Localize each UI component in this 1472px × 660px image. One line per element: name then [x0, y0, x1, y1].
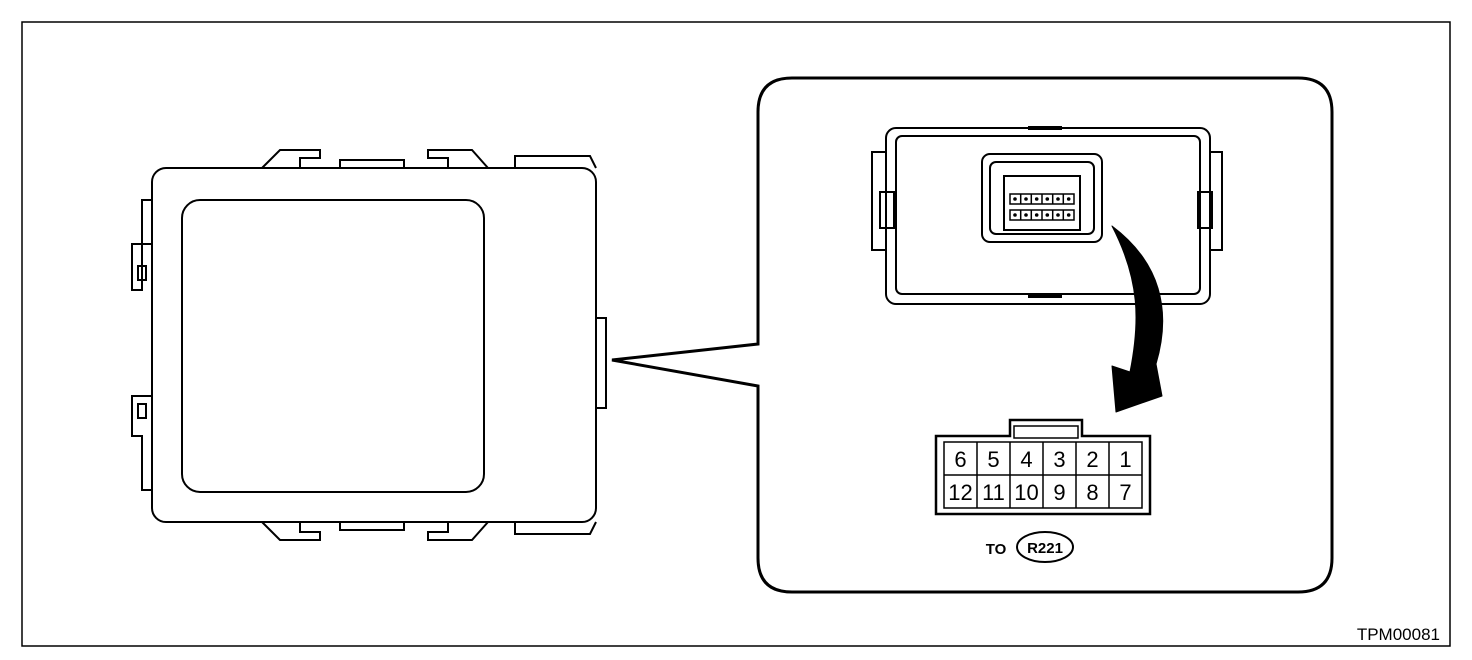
figure-id: TPM00081 — [1357, 625, 1440, 644]
module-housing — [151, 167, 597, 523]
pinout-grid — [943, 441, 1143, 509]
connector-socket-outer — [981, 153, 1103, 243]
connector-socket-inner — [989, 161, 1095, 235]
connector-enlarged-view — [871, 126, 1223, 305]
module-left-notch-bottom — [137, 403, 147, 419]
destination-code-ellipse — [1016, 531, 1074, 563]
pin-label: 4 — [1020, 447, 1032, 472]
module-left-notch-top — [137, 265, 147, 281]
pin-label: 2 — [1086, 447, 1098, 472]
pin-label: 7 — [1119, 480, 1131, 505]
pin-label: 11 — [982, 480, 1005, 505]
destination-code: R221 — [1027, 540, 1063, 557]
destination-label: TO R221 — [986, 531, 1074, 563]
module-bottom-clip-right — [427, 521, 489, 541]
module-bottom-clip-left — [261, 521, 321, 541]
module-bottom-rail — [514, 521, 597, 535]
module-left-clip-top — [131, 199, 152, 291]
figure-frame — [21, 21, 1451, 647]
module-bottom-tab — [339, 521, 405, 531]
module-top-clip-left — [261, 149, 321, 169]
pinout-key-inner — [1013, 425, 1079, 439]
pin-label: 6 — [954, 447, 966, 472]
connector-pin-row-bottom — [1009, 209, 1075, 221]
curved-arrow-icon — [1111, 225, 1164, 413]
connector-right-latch — [1210, 151, 1223, 251]
control-module — [131, 149, 607, 541]
pin-label: 5 — [987, 447, 999, 472]
module-top-panel — [181, 199, 485, 493]
connector-pin-row-top — [1009, 193, 1075, 205]
connector-pinout — [934, 418, 1152, 516]
pin-label: 8 — [1086, 480, 1098, 505]
pin-label: 1 — [1119, 447, 1131, 472]
connector-left-latch-window — [879, 191, 895, 229]
pin-labels-top: 6 5 4 3 2 1 — [954, 447, 1131, 472]
module-top-rail — [514, 155, 597, 169]
connector-socket-key — [1003, 175, 1081, 231]
pin-label: 12 — [948, 480, 972, 505]
pin-label: 10 — [1014, 480, 1038, 505]
module-top-clip-right — [427, 149, 489, 169]
connector-right-latch-window — [1197, 191, 1213, 229]
connector-pin-dots — [1013, 197, 1071, 217]
module-left-clip-bottom — [131, 395, 152, 491]
pin-label: 9 — [1053, 480, 1065, 505]
module-top-tab — [339, 159, 405, 169]
module-connector-port — [595, 317, 607, 409]
destination-prefix: TO — [986, 541, 1007, 558]
callout-bubble — [611, 76, 1334, 594]
pinout-outline — [934, 418, 1152, 516]
callout-outline — [611, 76, 1334, 594]
pin-labels-bottom: 12 11 10 9 8 7 — [948, 480, 1131, 505]
connector-left-latch — [871, 151, 886, 251]
pin-label: 3 — [1053, 447, 1065, 472]
